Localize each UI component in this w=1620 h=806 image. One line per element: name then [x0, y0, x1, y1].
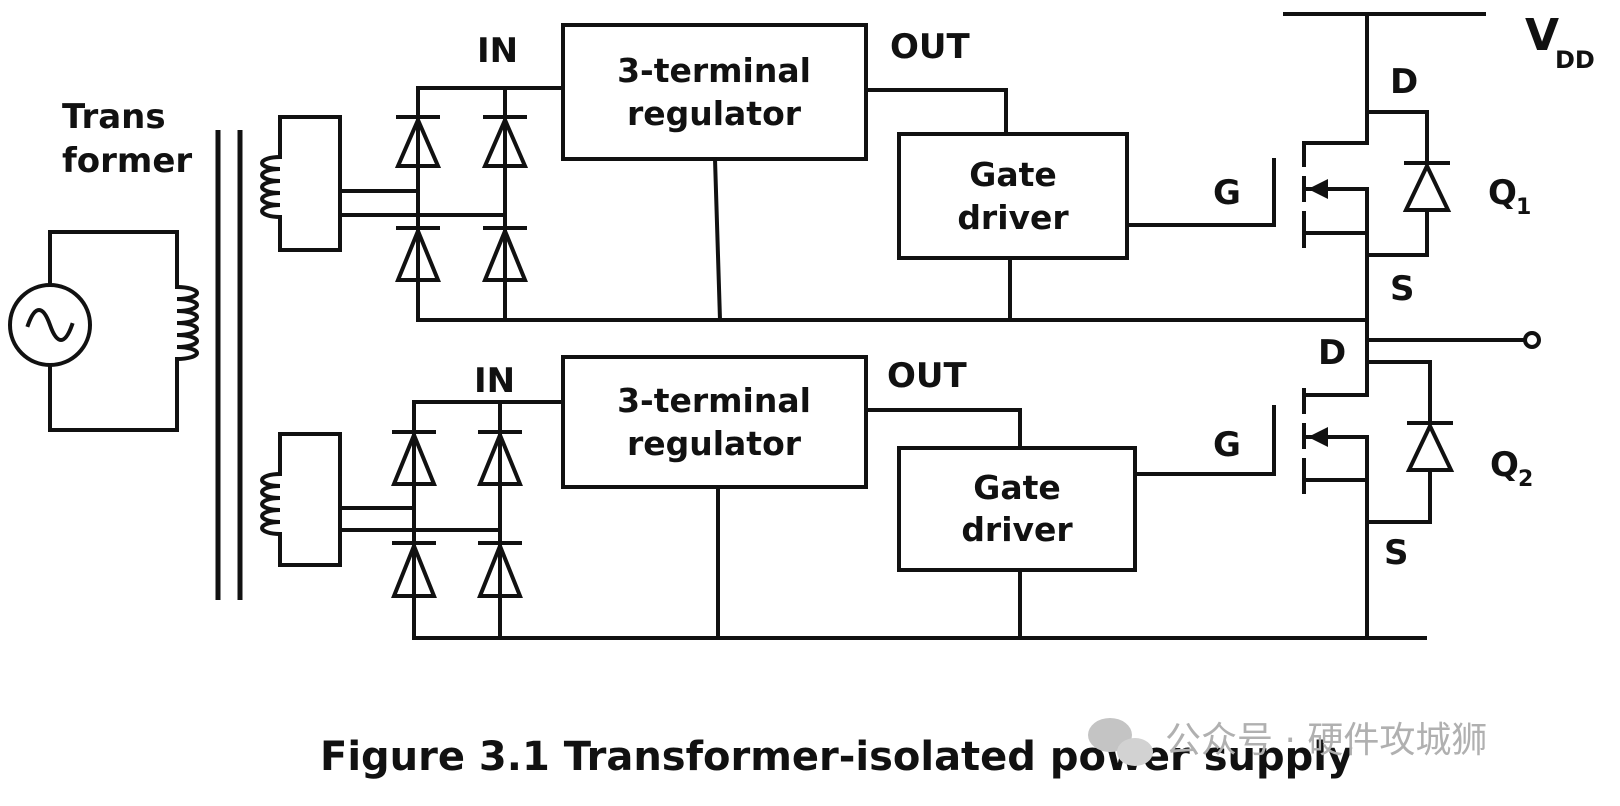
- lower-regulator-label: 3-terminal: [617, 381, 811, 420]
- q1-source-label: S: [1390, 269, 1415, 309]
- figure-caption: Figure 3.1 Transformer-isolated power su…: [320, 734, 1353, 780]
- upper-in-label: IN: [477, 31, 518, 71]
- q2-drain-label: D: [1318, 333, 1346, 373]
- watermark-text: 公众号 · 硬件攻城狮: [1165, 720, 1487, 761]
- lower-regulator-label-2: regulator: [627, 424, 802, 463]
- upper-regulator-label: 3-terminal: [617, 51, 811, 90]
- q1-drain-label: D: [1390, 62, 1418, 102]
- lower-gate-driver-block: [897, 446, 1137, 572]
- wechat-icon: [1088, 718, 1153, 766]
- q2-label: Q: [1490, 445, 1519, 485]
- mosfet-q1: [1272, 12, 1369, 342]
- upper-out-label: OUT: [890, 27, 971, 67]
- q2-source-label: S: [1384, 533, 1409, 573]
- ac-source: [8, 230, 179, 432]
- q1-gate-label: G: [1213, 173, 1241, 213]
- q1-body-diode: [1365, 110, 1452, 257]
- upper-secondary-winding: [260, 115, 507, 252]
- q2-body-diode: [1365, 360, 1455, 524]
- upper-gate-driver-label-2: driver: [957, 198, 1069, 237]
- q1-label-subscript: 1: [1516, 195, 1531, 220]
- vdd-label: V: [1525, 10, 1559, 61]
- lower-gate-driver-label-2: driver: [961, 510, 1073, 549]
- q1-label: Q: [1488, 173, 1517, 213]
- transformer-core: [215, 130, 243, 600]
- vdd-label-subscript: DD: [1555, 46, 1595, 74]
- q2-gate-label: G: [1213, 425, 1241, 465]
- primary-winding: [174, 230, 199, 432]
- transformer-label: Trans: [62, 97, 166, 137]
- mosfet-q2: [1272, 338, 1369, 640]
- upper-gate-driver-block: [897, 132, 1129, 260]
- upper-gate-driver-label: Gate: [969, 155, 1057, 194]
- upper-regulator-out-wire: [864, 88, 1008, 136]
- upper-regulator-ground-wire: [712, 156, 723, 323]
- transformer-label-2: former: [62, 141, 192, 181]
- upper-bridge-rectifier: [394, 86, 562, 322]
- q2-label-subscript: 2: [1518, 467, 1533, 492]
- lower-regulator-out-wire: [864, 408, 1022, 450]
- output-terminal: [1365, 331, 1541, 349]
- lower-regulator-block: [561, 355, 868, 489]
- lower-in-label: IN: [474, 361, 515, 401]
- lower-secondary-winding: [260, 432, 502, 567]
- lower-gate-driver-label: Gate: [973, 468, 1061, 507]
- upper-regulator-block: [561, 23, 868, 161]
- upper-regulator-label-2: regulator: [627, 94, 802, 133]
- lower-bridge-rectifier: [391, 400, 562, 640]
- lower-out-label: OUT: [887, 356, 968, 396]
